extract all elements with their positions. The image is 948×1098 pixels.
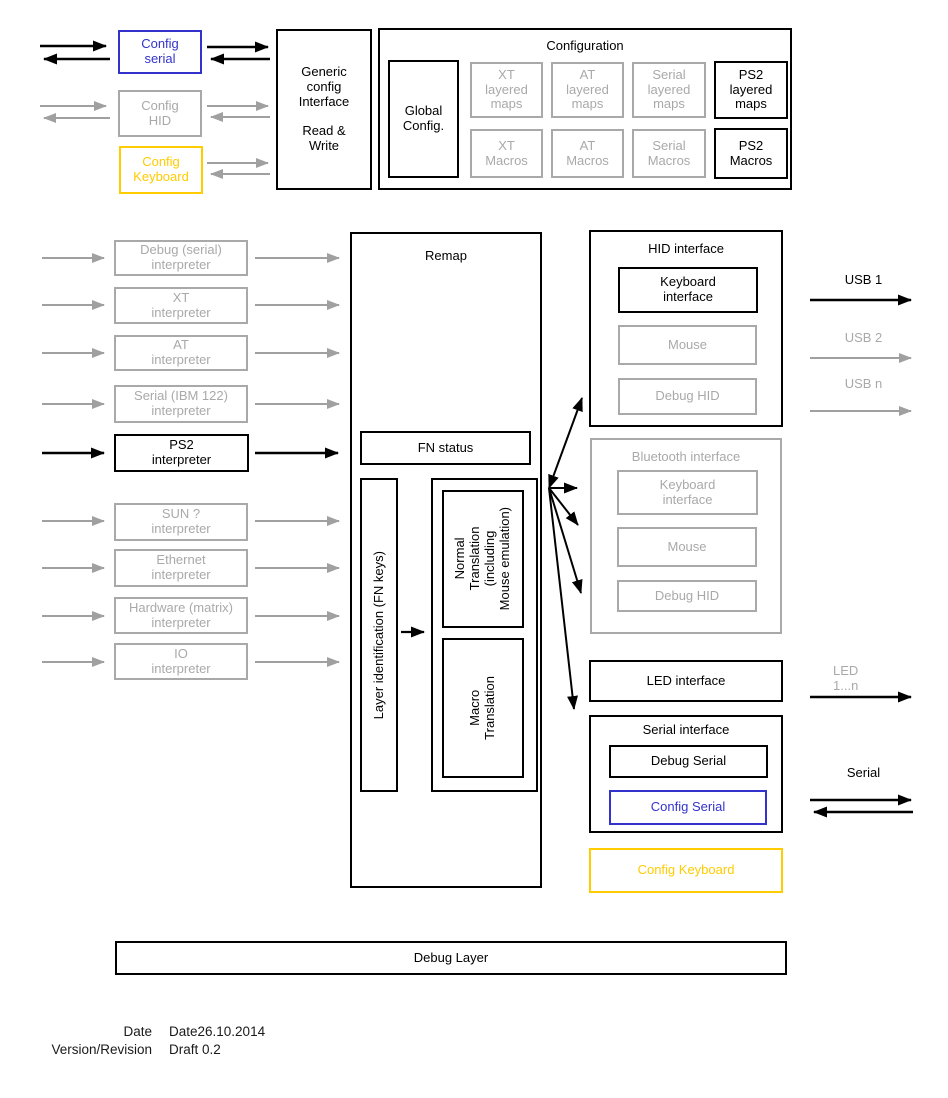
footer-version-value: Draft 0.2: [169, 1042, 221, 1057]
xt-interpreter-box: XT interpreter: [114, 287, 248, 324]
footer-date-value: Date26.10.2014: [169, 1024, 266, 1039]
global-config-box: Global Config.: [388, 60, 459, 178]
layer-identification-label: Layer identification (FN keys): [370, 550, 386, 720]
serial-interface-title: Serial interface: [642, 722, 730, 737]
hid-interface-title: HID interface: [648, 241, 724, 256]
translation-group-box: [431, 478, 538, 792]
ps2-layered-maps-box: PS2 layered maps: [714, 61, 788, 119]
sun-interpreter-box: SUN ? interpreter: [114, 503, 248, 541]
at-layered-maps-box: AT layered maps: [551, 62, 624, 118]
macro-translation-label: Macro Translation: [467, 676, 497, 740]
io-interpreter-box: IO interpreter: [114, 643, 248, 680]
normal-translation-label: Normal Translation (including Mouse emul…: [452, 507, 512, 611]
hardware-matrix-interpreter-box: Hardware (matrix) interpreter: [114, 597, 248, 634]
normal-translation-box: Normal Translation (including Mouse emul…: [442, 490, 524, 628]
fn-status-box: FN status: [360, 431, 531, 465]
bluetooth-debug-box: Debug HID: [617, 580, 757, 612]
at-macros-box: AT Macros: [551, 129, 624, 178]
layer-identification-box: Layer identification (FN keys): [360, 478, 398, 792]
serial-ibm122-interpreter-box: Serial (IBM 122) interpreter: [114, 385, 248, 423]
debug-serial-interpreter-box: Debug (serial) interpreter: [114, 240, 248, 276]
debug-layer-box: Debug Layer: [115, 941, 787, 975]
configuration-title: Configuration: [546, 38, 624, 53]
bluetooth-mouse-box: Mouse: [617, 527, 757, 567]
serial-layered-maps-box: Serial layered maps: [632, 62, 706, 118]
hid-keyboard-interface-box: Keyboard interface: [618, 267, 758, 313]
usb2-label: USB 2: [844, 330, 883, 345]
debug-serial-box: Debug Serial: [609, 745, 768, 778]
bluetooth-interface-box: [590, 438, 782, 634]
led-interface-box: LED interface: [589, 660, 783, 702]
led-1n-label: LED 1...n: [833, 663, 859, 693]
bluetooth-keyboard-interface-box: Keyboard interface: [617, 470, 758, 515]
config-hid-box: Config HID: [118, 90, 202, 137]
bluetooth-interface-title: Bluetooth interface: [631, 449, 741, 464]
at-interpreter-box: AT interpreter: [114, 335, 248, 371]
footer-date-row: Date Date26.10.2014: [0, 1024, 265, 1039]
config-serial-box: Config serial: [118, 30, 202, 74]
serial-interface-box: [589, 715, 783, 833]
hid-interface-box: [589, 230, 783, 427]
ps2-interpreter-box: PS2 interpreter: [114, 434, 249, 472]
serial-macros-box: Serial Macros: [632, 129, 706, 178]
usbn-label: USB n: [844, 376, 883, 391]
footer-version-label: Version/Revision: [51, 1042, 152, 1057]
footer-version-row: Version/Revision Draft 0.2: [0, 1042, 221, 1057]
remap-box: [350, 232, 542, 888]
ethernet-interpreter-box: Ethernet interpreter: [114, 549, 248, 587]
remap-fanout-arrows: [548, 397, 583, 710]
serial-io-label: Serial: [846, 765, 881, 780]
config-keyboard-box: Config Keyboard: [119, 146, 203, 194]
hid-debug-box: Debug HID: [618, 378, 757, 415]
generic-config-interface-box: Generic config Interface Read & Write: [276, 29, 372, 190]
config-serial-output-box: Config Serial: [609, 790, 767, 825]
xt-layered-maps-box: XT layered maps: [470, 62, 543, 118]
hid-mouse-box: Mouse: [618, 325, 757, 365]
led-serial-arrows: [810, 691, 913, 818]
footer-date-label: Date: [123, 1024, 152, 1039]
xt-macros-box: XT Macros: [470, 129, 543, 178]
configuration-box: [378, 28, 792, 190]
remap-title: Remap: [425, 248, 467, 263]
usb1-label: USB 1: [844, 272, 883, 287]
ps2-macros-box: PS2 Macros: [714, 128, 788, 179]
config-keyboard-output-box: Config Keyboard: [589, 848, 783, 893]
macro-translation-box: Macro Translation: [442, 638, 524, 778]
